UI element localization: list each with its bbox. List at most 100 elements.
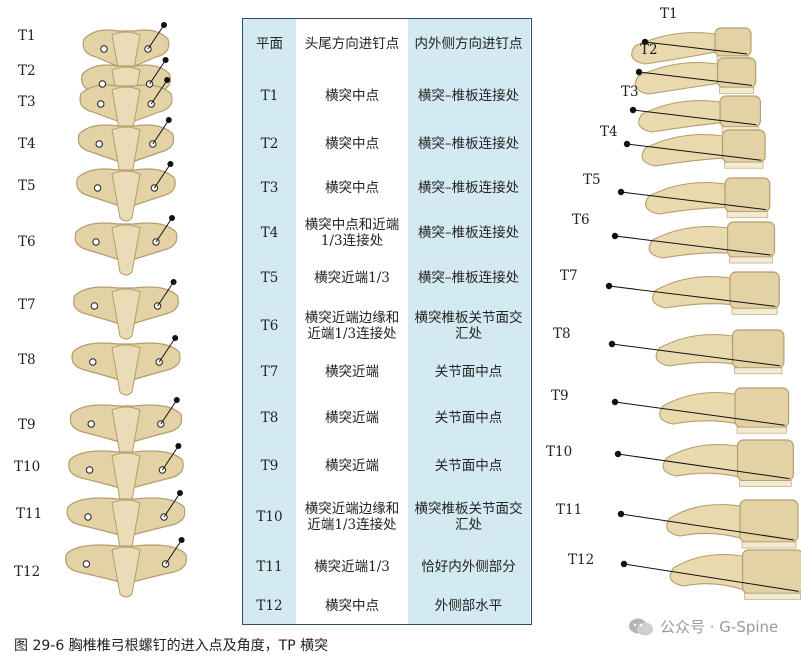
table-cell-cranial-caudal: 横突近端 bbox=[325, 410, 379, 426]
pointer-dot bbox=[170, 279, 177, 285]
pointer-dot bbox=[177, 490, 183, 496]
pointer-line bbox=[153, 163, 171, 189]
table-cell-level: T11 bbox=[256, 559, 283, 575]
pointer-dot bbox=[165, 117, 172, 123]
table-col-level-bg bbox=[243, 19, 296, 624]
table-cell-medial-lateral: 横突–椎板连接处 bbox=[417, 87, 520, 104]
pointer-line bbox=[150, 79, 168, 105]
screw-trajectory-line bbox=[617, 453, 790, 480]
screw-trajectory-line bbox=[620, 513, 795, 541]
vertebra-posterior bbox=[68, 450, 184, 504]
watermark-text: 公众号 · G-Spine bbox=[660, 618, 779, 636]
pointer-line bbox=[161, 445, 179, 471]
vertebra-posterior bbox=[73, 286, 179, 340]
pointer-line bbox=[160, 399, 178, 425]
table-header-row: 平面 头尾方向进钉点内外侧方向进钉点 bbox=[243, 19, 531, 69]
vertebra-posterior bbox=[77, 124, 175, 178]
entry-point-marker bbox=[95, 140, 103, 148]
screw-trajectory-line bbox=[644, 41, 748, 55]
pointer-dot bbox=[178, 537, 185, 543]
table-cell-level: T2 bbox=[260, 135, 279, 152]
lateral-level-label: T10 bbox=[546, 444, 573, 460]
table-cell-cranial-caudal: 横突近端边缘和近端1/3连接处 bbox=[304, 309, 400, 342]
watermark: 公众号 · G-Spine bbox=[628, 616, 778, 637]
pointer-dot bbox=[162, 57, 169, 63]
table-cell-cranial-caudal: 横突近端 bbox=[325, 457, 379, 474]
table-row: T6 横突近端边缘和近端1/3连接处横突椎板关节面交汇处 bbox=[243, 301, 531, 350]
table-cell-cranial-caudal: 横突近端边缘和近端1/3连接处 bbox=[304, 501, 400, 533]
table-cell-medial-lateral: 横突椎板关节面交汇处 bbox=[414, 309, 523, 342]
table-col-ml-bg bbox=[408, 19, 530, 624]
entry-point-marker bbox=[87, 420, 95, 428]
lateral-level-label: T9 bbox=[551, 388, 569, 404]
screw-trajectory-line bbox=[632, 109, 757, 126]
lateral-level-label: T11 bbox=[556, 502, 583, 518]
screw-trajectory-line bbox=[608, 285, 776, 307]
table-cell-cranial-caudal: 横突近端 bbox=[325, 364, 379, 380]
entry-point-marker bbox=[93, 184, 102, 192]
vertebra-lateral bbox=[669, 549, 801, 600]
table-cell-level: 平面 bbox=[256, 36, 283, 52]
lateral-level-label: T12 bbox=[568, 552, 595, 568]
entry-point-dot bbox=[617, 188, 625, 196]
vertebra-lateral bbox=[655, 329, 785, 375]
entry-point-dot bbox=[608, 340, 616, 348]
lateral-level-label: T6 bbox=[572, 212, 590, 228]
pointer-dot bbox=[169, 215, 175, 221]
screw-trajectory-line bbox=[623, 563, 799, 592]
posterior-entry-markers bbox=[82, 22, 185, 568]
vertebra-lateral bbox=[641, 129, 766, 169]
table-cell-medial-lateral: 横突椎板关节面交汇处 bbox=[414, 501, 523, 533]
entry-point-dot bbox=[635, 68, 643, 76]
posterior-level-label: T8 bbox=[18, 352, 36, 368]
lateral-spine-illustration bbox=[605, 27, 801, 600]
entry-point-marker bbox=[100, 45, 108, 53]
posterior-level-label: T3 bbox=[18, 94, 36, 110]
table-cell-level: T4 bbox=[260, 224, 279, 241]
entry-point-dot bbox=[629, 106, 637, 114]
table-cell-level: T1 bbox=[260, 87, 279, 104]
wechat-icon bbox=[629, 618, 653, 635]
screw-trajectory-line bbox=[638, 71, 752, 86]
lateral-level-label: T5 bbox=[583, 172, 601, 188]
entry-point-dot bbox=[605, 282, 613, 290]
posterior-vertebrae bbox=[65, 29, 187, 598]
posterior-level-label: T2 bbox=[18, 63, 36, 79]
pointer-dot bbox=[161, 22, 167, 28]
posterior-level-label: T6 bbox=[18, 234, 36, 250]
posterior-level-label: T12 bbox=[14, 564, 41, 580]
pointer-line bbox=[147, 24, 165, 50]
table-cell-medial-lateral: 横突–椎板连接处 bbox=[417, 224, 520, 241]
entry-point-marker bbox=[92, 238, 100, 246]
table-cell-medial-lateral: 横突–椎板连接处 bbox=[417, 179, 520, 196]
table-cell-cranial-caudal: 头尾方向进钉点 bbox=[304, 36, 400, 52]
posterior-spine-illustration bbox=[65, 22, 187, 598]
vertebra-lateral bbox=[638, 95, 762, 134]
table-cell-medial-lateral: 横突–椎板连接处 bbox=[417, 270, 520, 286]
entry-point-dot bbox=[620, 560, 628, 568]
entry-point-dot bbox=[617, 510, 625, 518]
lateral-level-label: T1 bbox=[660, 6, 678, 22]
vertebra-lateral bbox=[648, 221, 776, 264]
table-cell-cranial-caudal: 横突中点和近端1/3连接处 bbox=[304, 216, 400, 249]
vertebra-posterior bbox=[79, 84, 173, 138]
posterior-level-label: T1 bbox=[18, 28, 36, 44]
vertebra-lateral bbox=[631, 27, 752, 65]
table-cell-medial-lateral: 内外侧方向进钉点 bbox=[414, 36, 523, 52]
table-cell-level: T9 bbox=[260, 457, 279, 474]
screw-trajectory-line bbox=[614, 235, 771, 256]
table-cell-level: T5 bbox=[260, 270, 279, 286]
table-cell-cranial-caudal: 横突中点 bbox=[325, 179, 379, 196]
pointer-dot bbox=[164, 77, 171, 83]
table-cell-level: T6 bbox=[260, 317, 279, 334]
entry-point-marker bbox=[89, 358, 97, 366]
pointer-line bbox=[163, 492, 181, 518]
